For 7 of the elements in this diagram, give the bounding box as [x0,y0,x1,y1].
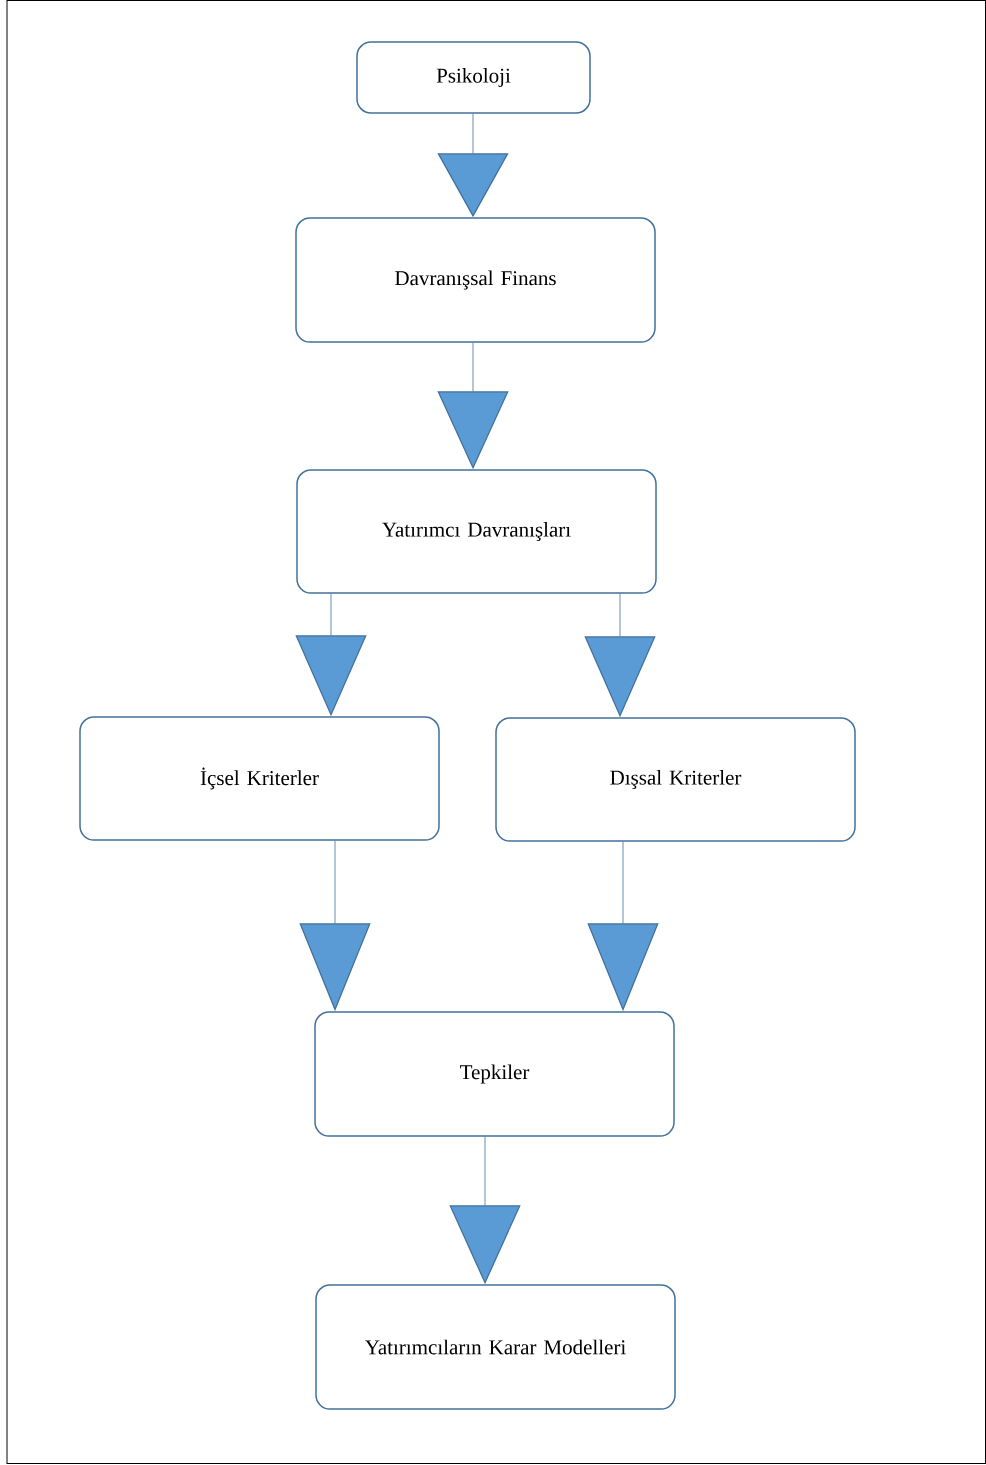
process-box: Dışsal Kriterler [495,717,856,842]
process-box: Tepkiler [314,1011,675,1137]
process-box: İçsel Kriterler [79,716,440,841]
process-box: Yatırımcı Davranışları [296,469,657,594]
process-box: Davranışsal Finans [295,217,656,343]
process-box: Psikoloji [356,41,591,114]
process-box: Yatırımcıların Karar Modelleri [315,1284,676,1410]
